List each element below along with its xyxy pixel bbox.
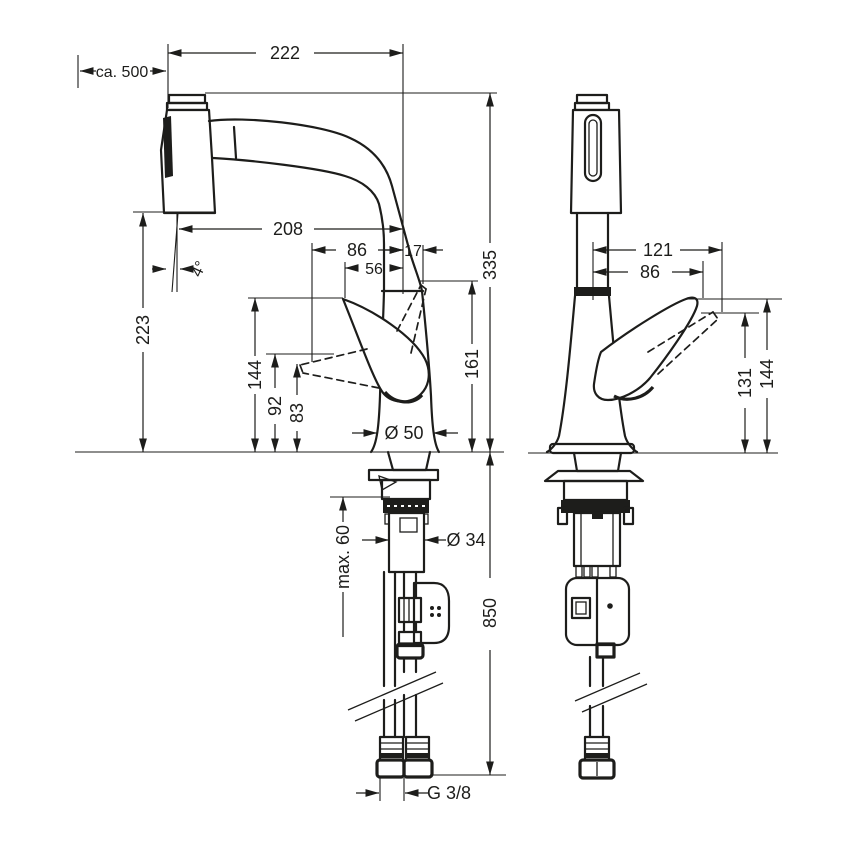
handle-dashed-up	[396, 284, 427, 354]
side-clip-right	[622, 506, 635, 526]
hose-weight-front	[412, 581, 451, 645]
spray-slot-outer	[583, 113, 603, 183]
handle-side	[592, 296, 699, 402]
spout-bottom-contour	[211, 156, 386, 293]
dim-92-label: 92	[265, 396, 285, 416]
dim-86-front-label: 86	[347, 240, 367, 260]
connector-left	[375, 735, 406, 779]
dim-144-front-label: 144	[245, 360, 265, 390]
dim-223-label: 223	[133, 315, 153, 345]
body-right-side	[607, 294, 639, 454]
spray-slot-inner	[588, 119, 598, 177]
handle-crescent-front	[383, 390, 424, 404]
mount-block-side	[562, 479, 629, 502]
dim-83-label: 83	[287, 403, 307, 423]
connector-right	[402, 735, 434, 779]
dim-335-label: 335	[480, 250, 500, 280]
base-plate-side	[548, 442, 636, 455]
handle-crescent-side	[613, 385, 655, 401]
weight-square-inner	[575, 601, 587, 615]
shank-front	[387, 511, 426, 574]
sprayhead-cap-front	[167, 93, 207, 105]
dim-g38-label: G 3/8	[427, 783, 471, 803]
hose-side	[588, 655, 605, 739]
dim-131-label: 131	[735, 368, 755, 398]
stabilizer-plate-side	[543, 469, 645, 483]
side-view	[543, 93, 719, 780]
dimensions-front: ca. 500 222 208 86 17 56 4° 335 161	[75, 43, 506, 803]
handle-front	[341, 297, 430, 403]
dim-56-label: 56	[365, 261, 383, 278]
connector-side	[578, 735, 616, 780]
dim-dia50-label: Ø 50	[384, 423, 423, 443]
dim-ca500-label: ca. 500	[96, 64, 149, 81]
mount-neck-side	[572, 451, 623, 473]
side-clip-left	[556, 506, 569, 526]
hose-break-marks-side	[574, 672, 648, 713]
shank-ribs-side	[575, 565, 617, 578]
mount-block-front	[380, 478, 432, 501]
dim-max60-label: max. 60	[333, 525, 353, 589]
spout-top-contour	[207, 118, 424, 293]
dim-850-label: 850	[480, 598, 500, 628]
sprayhead-side	[569, 108, 623, 215]
dim-dia34-label: Ø 34	[446, 530, 485, 550]
sprayhead-front	[159, 108, 217, 215]
body-right-edge	[420, 289, 441, 454]
ext-g38	[379, 778, 405, 801]
body-left-side	[545, 294, 577, 454]
dim-angle-label: 4°	[189, 259, 211, 280]
hose-weight-dots	[430, 606, 441, 617]
thread-band-front	[383, 499, 429, 513]
spray-selector-strip	[163, 116, 173, 178]
supply-hoses-front	[382, 570, 418, 739]
ref-tilt-line	[171, 212, 179, 293]
weight-dot	[607, 603, 613, 609]
hose-coupling-ribs	[403, 598, 415, 622]
hose-break-marks-front	[347, 671, 444, 722]
shank-inner-lines	[580, 513, 614, 566]
shank-inner-connector	[399, 517, 418, 533]
dim-17-label: 17	[404, 243, 422, 260]
dimensions-side: 121 86 131 144	[528, 240, 782, 454]
shank-detail-side	[592, 513, 603, 519]
sprayhead-cap-side	[575, 93, 609, 105]
spout-head-seam	[232, 125, 238, 160]
weight-square-outer	[570, 596, 592, 620]
mount-neck-front	[386, 450, 432, 472]
shank-tab-right	[423, 513, 429, 525]
dim-208-label: 208	[273, 219, 303, 239]
dim-144-side-label: 144	[757, 359, 777, 389]
hose-coupling-ribbed	[397, 596, 423, 624]
dim-121-label: 121	[643, 240, 673, 260]
weight-bottom-clip	[595, 642, 616, 659]
dim-222-label: 222	[270, 43, 300, 63]
hose-coupling-nut	[395, 642, 425, 660]
thread-band-side	[561, 500, 630, 513]
dim-86-side-label: 86	[640, 262, 660, 282]
dim-161-label: 161	[462, 349, 482, 379]
shank-tab-left	[384, 513, 390, 525]
hose-coupling-2	[397, 630, 423, 648]
